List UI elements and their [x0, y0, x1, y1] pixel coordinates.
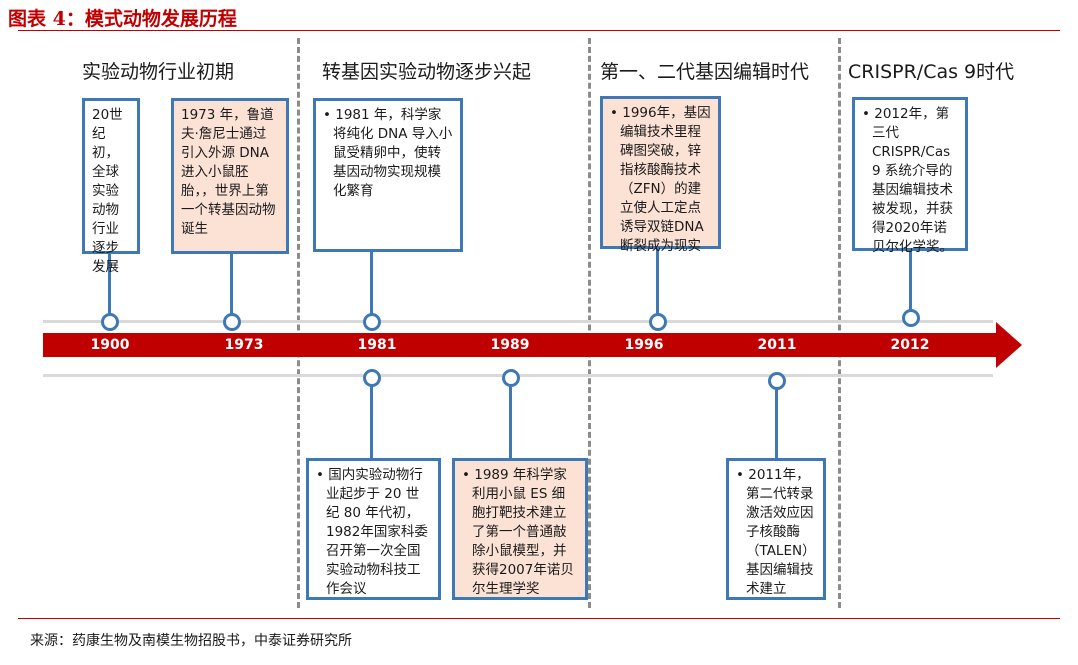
timeline-marker: [649, 313, 667, 331]
event-text-1981-domestic: • 国内实验动物行业起步于 20 世纪 80 年代初，1982年国家科委召开第一…: [316, 467, 428, 597]
upper-track-line: [43, 320, 993, 323]
year-label: 1981: [357, 337, 397, 353]
year-label: 1989: [490, 337, 530, 353]
event-box-2011: • 2011年，第二代转录激活效应因子核酸酶（TALEN）基因编辑技术建立: [726, 458, 826, 600]
figure-title: 图表 4：模式动物发展历程: [8, 8, 237, 30]
connector-line: [370, 383, 373, 461]
timeline-marker: [768, 372, 786, 390]
timeline-arrow: [43, 333, 998, 357]
event-text-1973: 1973 年，鲁道夫·詹尼士通过引入外源 DNA 进入小鼠胚胎，，世界上第一个转…: [181, 107, 276, 237]
connector-line: [656, 247, 659, 314]
era-divider: [588, 38, 591, 608]
connector-line: [108, 252, 111, 314]
connector-line: [230, 252, 233, 314]
event-text-1981-global: • 1981 年，科学家将纯化 DNA 导入小鼠受精卵中，使转基因动物实现规模化…: [323, 107, 453, 199]
event-text-1989: • 1989 年科学家利用小鼠 ES 细胞打靶技术建立了第一个普通敲除小鼠模型，…: [462, 467, 574, 597]
event-box-1981-global: • 1981 年，科学家将纯化 DNA 导入小鼠受精卵中，使转基因动物实现规模化…: [313, 98, 463, 252]
timeline-marker: [502, 369, 520, 387]
source-note: 来源：药康生物及南模生物招股书，中泰证券研究所: [30, 633, 352, 649]
connector-line: [909, 249, 912, 311]
year-label: 1900: [90, 337, 130, 353]
timeline-marker: [223, 313, 241, 331]
event-box-1996: • 1996年，基因编辑技术里程碑图突破，锌指核酸酶技术（ZFN）的建立使人工定…: [600, 96, 721, 254]
era-title-gene-editing: 第一、二代基因编辑时代: [600, 61, 810, 83]
event-text-1996: • 1996年，基因编辑技术里程碑图突破，锌指核酸酶技术（ZFN）的建立使人工定…: [610, 105, 711, 254]
year-label: 2012: [890, 337, 930, 353]
timeline-arrow-head: [996, 322, 1022, 368]
timeline-marker: [363, 369, 381, 387]
event-text-2012: • 2012年，第三代 CRISPR/Cas 9 系统介导的基因编辑技术被发现，…: [862, 106, 953, 255]
connector-line: [775, 383, 778, 461]
connector-line: [509, 383, 512, 461]
event-box-2012: • 2012年，第三代 CRISPR/Cas 9 系统介导的基因编辑技术被发现，…: [852, 97, 968, 255]
timeline-marker: [101, 313, 119, 331]
event-box-1900: 20世纪初，全球实验动物行业逐步发展: [82, 98, 140, 275]
era-divider: [838, 38, 841, 608]
era-title-transgenic: 转基因实验动物逐步兴起: [322, 61, 532, 83]
year-label: 1973: [224, 337, 264, 353]
era-title-early: 实验动物行业初期: [82, 61, 235, 83]
event-text-1900: 20世纪初，全球实验动物行业逐步发展: [92, 107, 123, 275]
timeline-marker: [902, 309, 920, 327]
event-box-1973: 1973 年，鲁道夫·詹尼士通过引入外源 DNA 进入小鼠胚胎，，世界上第一个转…: [171, 98, 289, 254]
source-rule: [18, 618, 1060, 619]
era-divider: [297, 38, 300, 608]
title-rule: [18, 30, 1060, 31]
event-box-1989: • 1989 年科学家利用小鼠 ES 细胞打靶技术建立了第一个普通敲除小鼠模型，…: [452, 458, 588, 600]
event-text-2011: • 2011年，第二代转录激活效应因子核酸酶（TALEN）基因编辑技术建立: [736, 467, 816, 597]
event-box-1981-domestic: • 国内实验动物行业起步于 20 世纪 80 年代初，1982年国家科委召开第一…: [306, 458, 441, 600]
era-title-crispr: CRISPR/Cas 9时代: [848, 61, 1015, 83]
connector-line: [370, 250, 373, 314]
year-label: 2011: [757, 337, 797, 353]
timeline-marker: [363, 313, 381, 331]
year-label: 1996: [624, 337, 664, 353]
